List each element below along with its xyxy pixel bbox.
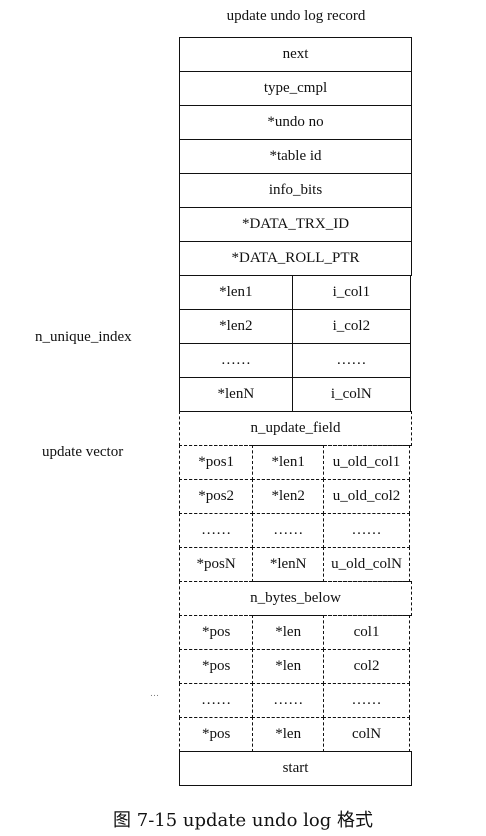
start-row: start [179,751,412,786]
n-update-field-row: n_update_field [179,411,412,446]
unique-row: *lenN i_colN [179,377,412,412]
field-row-type-cmpl: type_cmpl [179,71,412,106]
field-cell: *len2 [252,479,325,514]
field-cell: *table id [179,139,412,174]
diagram-title: update undo log record [226,8,366,24]
update-vector-row: *pos1 *len1 u_old_col1 [179,445,412,480]
field-cell: …… [291,343,411,378]
update-vector-row: *pos2 *len2 u_old_col2 [179,479,412,514]
stray-mark: … [150,688,159,698]
field-cell: *DATA_TRX_ID [179,207,412,242]
field-cell: *len [252,717,325,752]
field-cell: …… [252,683,325,718]
update-vector-label: update vector [42,444,124,460]
field-cell: …… [179,343,293,378]
field-row-data-roll-ptr: *DATA_ROLL_PTR [179,241,412,276]
field-cell: n_update_field [179,411,412,446]
update-vector-row: *posN *lenN u_old_colN [179,547,412,582]
figure-caption: 图 7-15 update undo log 格式 [113,810,373,831]
field-cell: …… [179,683,254,718]
field-cell: i_col1 [291,275,411,310]
field-cell: *len2 [179,309,293,344]
field-cell: next [179,37,412,72]
update-vector-row: …… …… …… [179,513,412,548]
field-row-next: next [179,37,412,72]
field-cell: *pos [179,649,254,684]
field-row-info-bits: info_bits [179,173,412,208]
field-cell: *pos2 [179,479,254,514]
record-stack: next type_cmpl *undo no *table id info_b… [179,37,412,786]
field-cell: *pos [179,615,254,650]
field-cell: i_col2 [291,309,411,344]
below-row: …… …… …… [179,683,412,718]
field-cell: …… [323,513,410,548]
unique-row: …… …… [179,343,412,378]
field-cell: u_old_colN [323,547,410,582]
below-row: *pos *len colN [179,717,412,752]
field-cell: *len [252,649,325,684]
unique-row: *len2 i_col2 [179,309,412,344]
field-cell: info_bits [179,173,412,208]
field-row-table-id: *table id [179,139,412,174]
unique-row: *len1 i_col1 [179,275,412,310]
below-row: *pos *len col1 [179,615,412,650]
field-cell: col2 [323,649,410,684]
field-cell: *pos [179,717,254,752]
field-cell: *lenN [179,377,293,412]
field-row-undo-no: *undo no [179,105,412,140]
field-cell: col1 [323,615,410,650]
field-cell: …… [179,513,254,548]
field-cell: start [179,751,412,786]
field-cell: *posN [179,547,254,582]
field-cell: *pos1 [179,445,254,480]
field-cell: type_cmpl [179,71,412,106]
field-cell: …… [323,683,410,718]
field-cell: …… [252,513,325,548]
n-unique-index-label: n_unique_index [35,329,132,345]
field-cell: *len1 [179,275,293,310]
field-cell: u_old_col2 [323,479,410,514]
field-cell: n_bytes_below [179,581,412,616]
field-row-data-trx-id: *DATA_TRX_ID [179,207,412,242]
field-cell: i_colN [291,377,411,412]
below-row: *pos *len col2 [179,649,412,684]
n-bytes-below-row: n_bytes_below [179,581,412,616]
field-cell: *len [252,615,325,650]
field-cell: *len1 [252,445,325,480]
field-cell: u_old_col1 [323,445,410,480]
field-cell: colN [323,717,410,752]
field-cell: *DATA_ROLL_PTR [179,241,412,276]
field-cell: *undo no [179,105,412,140]
field-cell: *lenN [252,547,325,582]
